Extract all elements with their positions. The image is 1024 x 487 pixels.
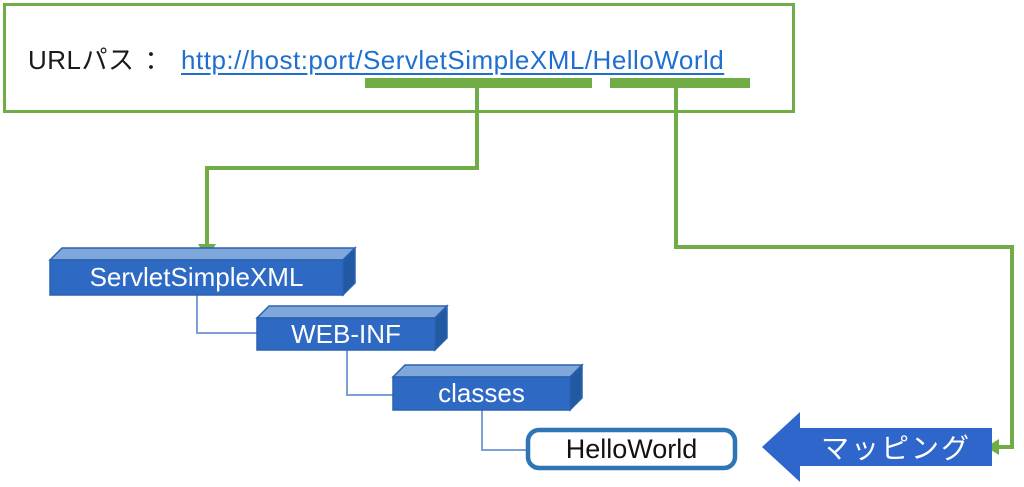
url-link[interactable]: http://host:port/ServletSimpleXML/HelloW…: [181, 44, 725, 75]
folder-label-servletsimplexml: ServletSimpleXML: [89, 262, 304, 292]
tree-connector-2: [346, 350, 393, 396]
tree-connector-3: [481, 410, 528, 451]
arrow-down-icon: [198, 244, 216, 259]
url-separator: ：: [144, 44, 172, 75]
file-label-helloworld: HelloWorld: [565, 433, 698, 464]
url-box: URLパス ： http://host:port/ServletSimpleXML/…: [3, 3, 795, 113]
url-path-label: URLパス: [28, 44, 135, 75]
folder-label-web-inf: WEB-INF: [291, 318, 401, 349]
folder-label-classes: classes: [438, 378, 525, 408]
url-line: URLパス ： http://host:port/ServletSimpleXML/…: [28, 40, 724, 77]
tree-connector-1: [196, 295, 257, 334]
mapping-arrow-label: マッピング: [820, 433, 971, 464]
servlet-name-pointer-line: [674, 86, 1014, 449]
